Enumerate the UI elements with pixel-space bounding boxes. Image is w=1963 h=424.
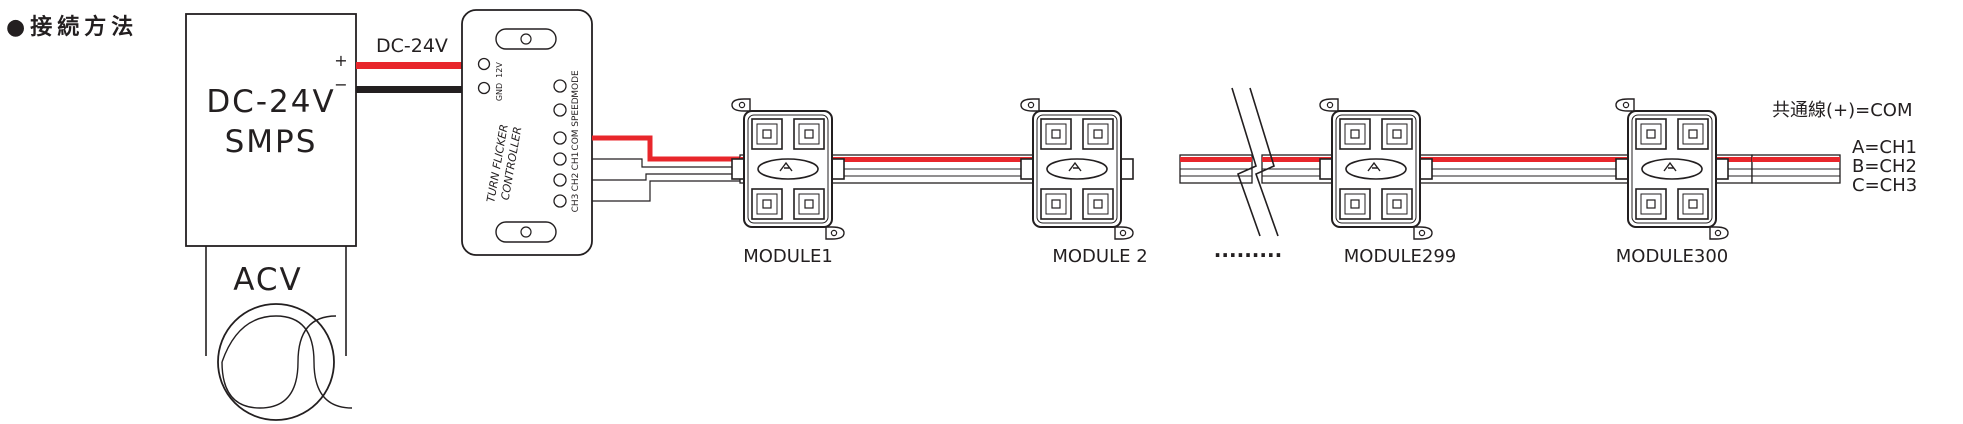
ac-voltage-label: ACV	[233, 262, 303, 298]
mode-button[interactable]	[553, 79, 567, 93]
legend-ch1: A=CH1	[1852, 137, 1917, 158]
legend-ch2: B=CH2	[1852, 156, 1917, 177]
com-terminal-label: COM	[571, 129, 581, 150]
led-module-2	[1020, 98, 1134, 240]
ch3-terminal-label: CH3	[571, 194, 581, 213]
module-ellipsis: ·········	[1214, 243, 1282, 267]
controller-12v-label: 12V	[495, 62, 504, 78]
ch1-terminal-label: CH1	[571, 152, 581, 171]
legend-ch3: C=CH3	[1852, 175, 1917, 196]
power-supply: DC-24V SMPS + − ACV	[185, 13, 357, 421]
module-label-299: MODULE299	[1344, 246, 1457, 267]
power-supply-voltage: DC-24V	[206, 84, 335, 120]
chain-break-mark	[1231, 87, 1279, 237]
speed-button[interactable]	[553, 103, 567, 117]
dc-output-label: DC-24V	[376, 35, 448, 57]
flicker-controller: 12V GND TURN FLICKER CONTROLLER MODE SPE…	[461, 9, 593, 256]
led-module-299	[1319, 98, 1433, 240]
legend-common: 共通線(+)=COM	[1772, 100, 1912, 121]
bus-tail	[1751, 154, 1841, 184]
module-label-2: MODULE 2	[1052, 246, 1147, 267]
mode-label: MODE	[571, 70, 581, 98]
speed-label: SPEED	[571, 97, 581, 127]
led-module-300	[1615, 98, 1729, 240]
module-label-300: MODULE300	[1616, 246, 1729, 267]
negative-dc-wire	[356, 86, 464, 93]
section-title: ●接続方法	[6, 14, 138, 40]
positive-terminal-label: +	[334, 51, 347, 70]
controller-output-wires	[592, 135, 740, 202]
controller-gnd-label: GND	[495, 83, 504, 101]
led-module-1	[731, 98, 845, 240]
ac-source-icon	[217, 303, 353, 421]
bus-segment-2	[1179, 154, 1253, 184]
positive-dc-wire	[356, 62, 464, 69]
power-supply-type: SMPS	[225, 124, 318, 160]
module-label-1: MODULE1	[743, 246, 833, 267]
ch2-terminal-label: CH2	[571, 173, 581, 192]
negative-terminal-label: −	[334, 75, 347, 94]
